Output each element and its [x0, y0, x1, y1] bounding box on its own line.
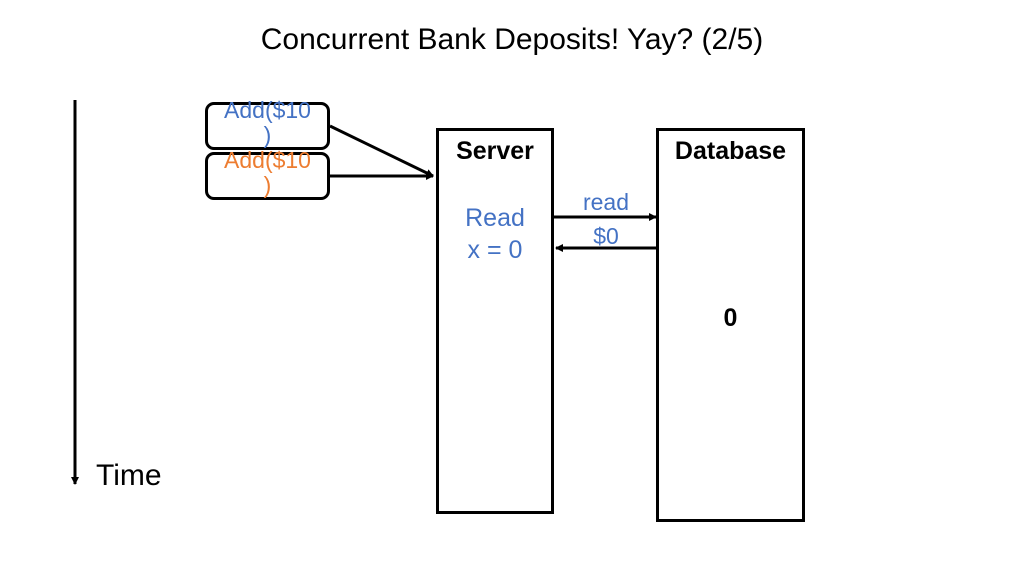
add-request-box-2 — [205, 152, 330, 200]
server-state-value: x = 0 — [467, 236, 523, 264]
server-state: Read x = 0 — [436, 202, 554, 266]
database-box — [656, 128, 805, 522]
server-title: Server — [456, 137, 534, 165]
slide-title: Concurrent Bank Deposits! Yay? (2/5) — [260, 23, 764, 56]
server-state-action: Read — [465, 204, 525, 232]
add-request-label-2: Add($10 ) — [224, 147, 311, 198]
database-title: Database — [674, 137, 787, 165]
add-request-label-1: Add($10 ) — [224, 97, 311, 148]
database-value: 0 — [723, 304, 738, 332]
read-response-label: $0 — [593, 223, 619, 249]
request1-to-server-arrow — [329, 124, 434, 178]
add-request-box-1 — [205, 102, 330, 150]
read-request-label: read — [582, 189, 630, 215]
time-axis-label: Time — [96, 459, 162, 492]
server-box — [436, 128, 554, 514]
